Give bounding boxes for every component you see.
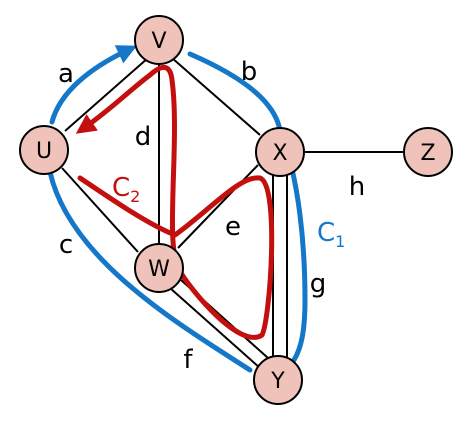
node-x: X (255, 127, 305, 177)
node-z: Z (403, 127, 453, 177)
cycle-c1-path-lower (47, 169, 253, 373)
node-x-circle (255, 127, 305, 177)
node-w: W (134, 243, 184, 293)
edge-label-b: b (241, 57, 258, 87)
node-z-circle (403, 127, 453, 177)
edge-label-g: g (310, 269, 327, 299)
node-y-circle (253, 355, 303, 405)
edge-a (64, 57, 149, 132)
node-u-label: U (36, 139, 52, 164)
node-u: U (19, 125, 69, 175)
edge-b (171, 57, 261, 136)
node-u-circle (19, 125, 69, 175)
node-y-label: Y (270, 369, 285, 394)
cycle-label-c2-base: C (112, 173, 130, 203)
cycle-label-c1: C1 (317, 218, 345, 251)
edge-label-a: a (58, 59, 74, 89)
node-w-label: W (148, 257, 170, 282)
edge-label-h: h (349, 172, 365, 202)
cycle-c1-path (49, 45, 138, 125)
node-v: V (134, 15, 184, 65)
edge-label-d: d (135, 122, 152, 152)
cycle-label-c2: C2 (112, 173, 140, 206)
edge-label-e: e (225, 212, 241, 242)
nodes: V U X Z W Y (19, 15, 453, 405)
node-w-circle (134, 243, 184, 293)
node-z-label: Z (420, 141, 435, 166)
edge-label-f: f (183, 345, 193, 375)
node-x-label: X (272, 141, 287, 166)
cycle-c2-path (75, 64, 275, 340)
edge-labels: a b c d e f g h (58, 57, 365, 375)
cycle-labels: C1 C2 (112, 173, 345, 251)
node-y: Y (253, 355, 303, 405)
cycle-c1-path-right (187, 51, 308, 363)
node-v-label: V (151, 29, 166, 54)
cycle-c2 (75, 64, 275, 340)
edge-e (177, 164, 259, 249)
cycle-label-c2-sub: 2 (130, 187, 140, 206)
node-v-circle (134, 15, 184, 65)
cycle-c1 (47, 45, 308, 373)
cycle-label-c1-sub: 1 (335, 232, 345, 251)
edge-c (61, 167, 139, 253)
edges (61, 57, 406, 369)
edge-label-c: c (59, 230, 73, 260)
cycle-label-c1-base: C (317, 218, 335, 248)
edge-f (169, 287, 261, 369)
